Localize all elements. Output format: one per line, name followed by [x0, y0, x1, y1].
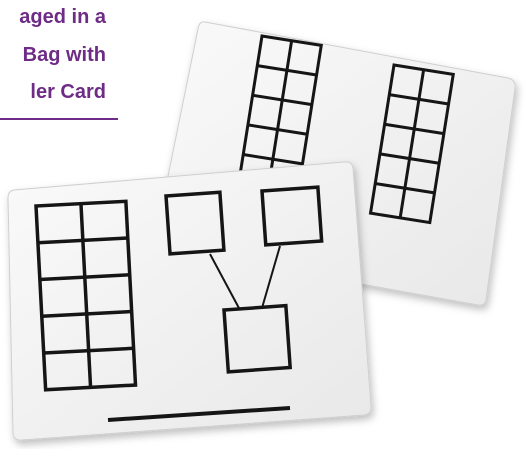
front-card: [8, 162, 371, 440]
